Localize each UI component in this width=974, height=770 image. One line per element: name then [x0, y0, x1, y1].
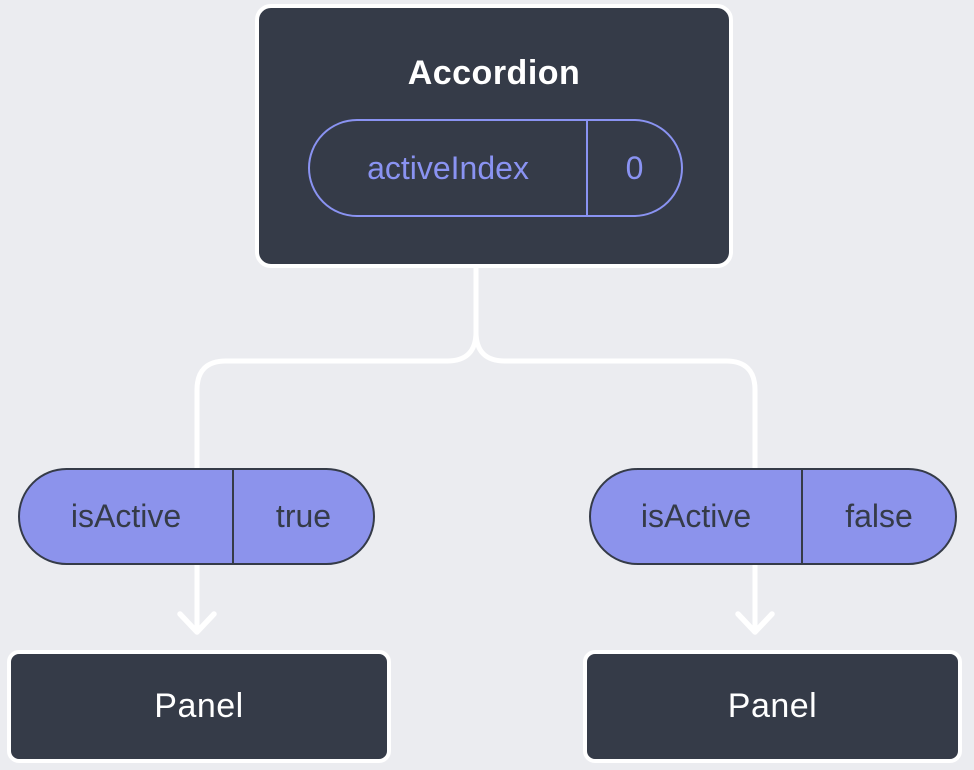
prop-pill-name: isActive: [640, 498, 752, 534]
prop-pill-value: true: [232, 470, 373, 563]
prop-pill-isactive-true: isActive true: [18, 468, 375, 565]
prop-pill-name: isActive: [70, 498, 182, 534]
panel-node-title: Panel: [154, 687, 244, 725]
branch-right-line: [473, 264, 758, 630]
accordion-node: Accordion activeIndex 0: [255, 4, 733, 268]
arrow-down-icon: [735, 611, 775, 635]
panel-node-left: Panel: [7, 650, 391, 763]
prop-pill-value: false: [801, 470, 955, 563]
state-pill-value: 0: [586, 121, 681, 215]
state-pill-activeindex: activeIndex 0: [308, 119, 683, 217]
panel-node-title: Panel: [727, 687, 818, 725]
accordion-node-title: Accordion: [407, 54, 581, 92]
arrow-down-icon: [177, 611, 217, 635]
branch-left-line: [194, 264, 479, 630]
panel-node-right: Panel: [583, 650, 962, 763]
prop-pill-isactive-false: isActive false: [589, 468, 957, 565]
state-pill-name: activeIndex: [367, 149, 529, 186]
